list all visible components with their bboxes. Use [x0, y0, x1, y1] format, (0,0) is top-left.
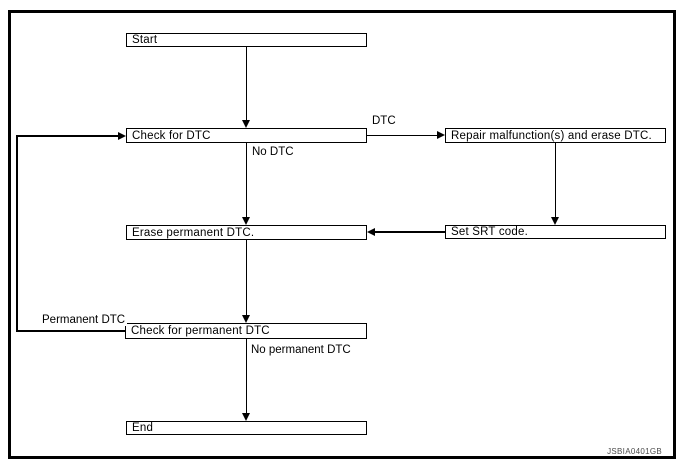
arrowhead-right-icon — [437, 131, 445, 139]
arrowhead-down-icon — [241, 217, 250, 225]
arrowhead-down-icon — [241, 413, 250, 421]
connector-feedback-top — [16, 135, 118, 137]
arrowhead-down-icon — [241, 120, 250, 128]
edge-label-dtc: DTC — [370, 115, 398, 127]
connector-start-to-check-dtc — [245, 47, 247, 121]
edge-label-permanent-dtc: Permanent DTC — [40, 314, 128, 326]
arrowhead-down-icon — [550, 217, 559, 225]
connector-erase-permanent-to-check-permanent — [245, 240, 247, 315]
connector-feedback-bottom — [16, 330, 125, 332]
connector-set-srt-to-erase-permanent — [375, 231, 445, 233]
figure-code-watermark: JSBIA0401GB — [607, 447, 662, 456]
node-erase-permanent-dtc: Erase permanent DTC. — [126, 225, 367, 240]
connector-check-dtc-to-erase-permanent — [245, 143, 247, 217]
connector-repair-to-set-srt — [554, 143, 556, 217]
arrowhead-down-icon — [241, 315, 250, 323]
node-set-srt-code: Set SRT code. — [445, 225, 666, 239]
arrowhead-right-icon — [118, 131, 126, 140]
node-end: End — [126, 421, 367, 435]
edge-label-no-permanent-dtc: No permanent DTC — [249, 344, 353, 356]
diagram-frame — [8, 10, 676, 459]
connector-feedback-vertical — [16, 135, 18, 332]
node-check-for-permanent-dtc: Check for permanent DTC — [125, 323, 367, 339]
node-start: Start — [126, 33, 367, 47]
edge-label-no-dtc: No DTC — [250, 146, 296, 158]
connector-check-permanent-to-end — [245, 339, 247, 413]
connector-check-dtc-to-repair — [367, 134, 437, 136]
arrowhead-left-icon — [367, 227, 375, 236]
node-repair-and-erase-dtc: Repair malfunction(s) and erase DTC. — [445, 128, 666, 143]
node-check-for-dtc: Check for DTC — [126, 128, 367, 143]
